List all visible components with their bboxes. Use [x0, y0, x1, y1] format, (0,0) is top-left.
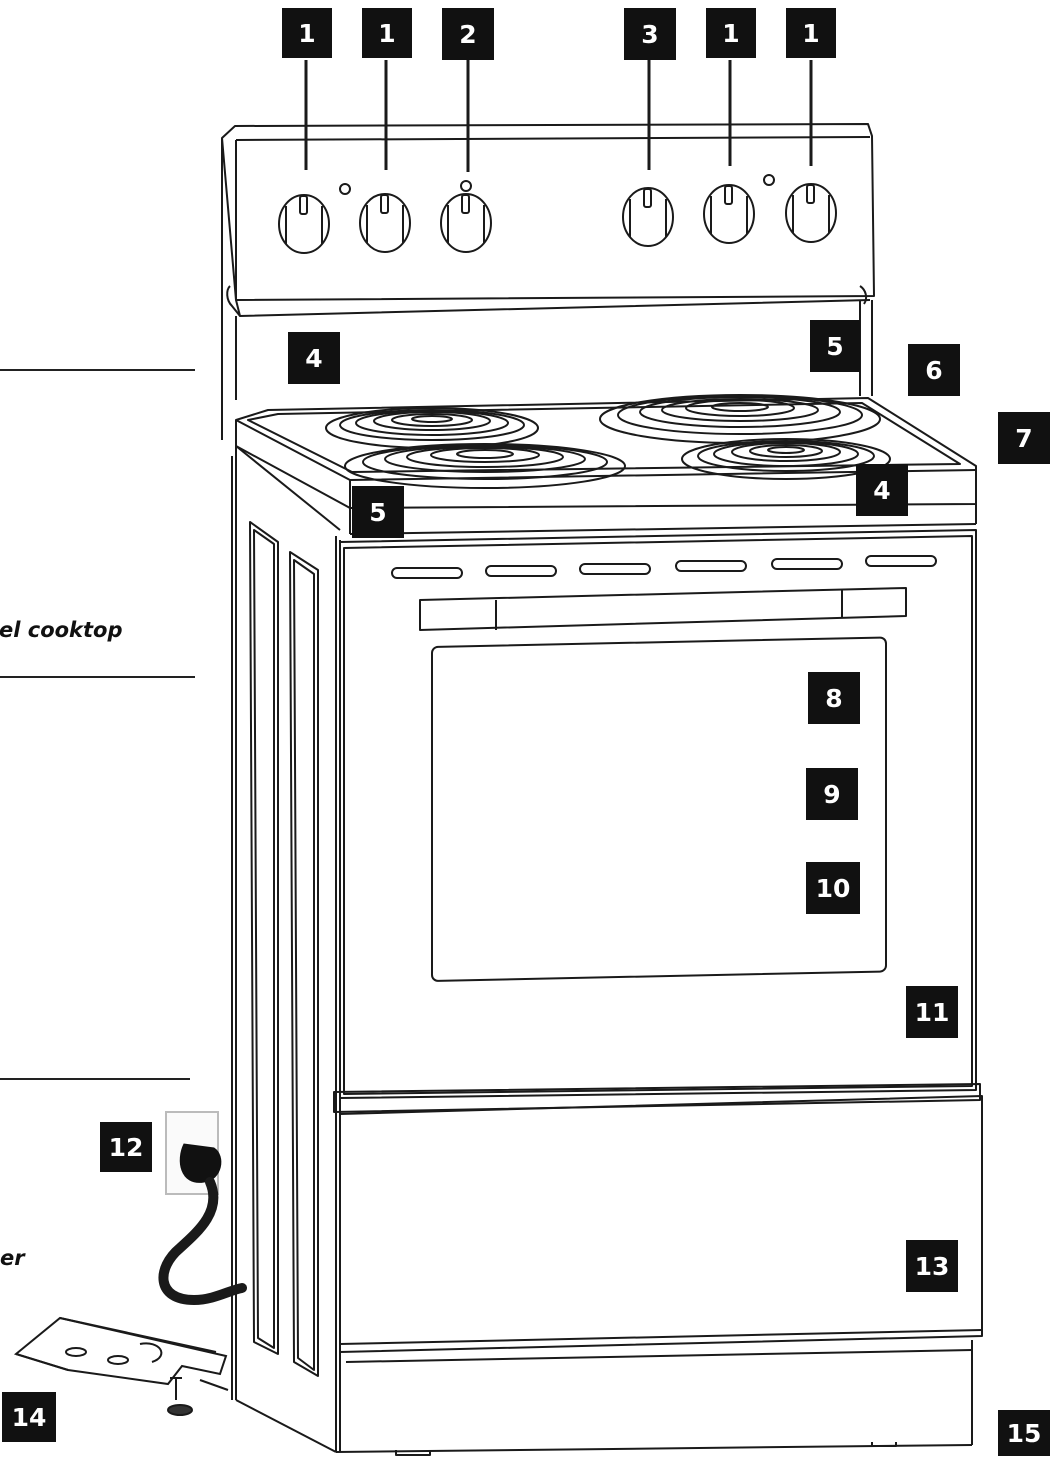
callout-4-burner: 4 [288, 332, 340, 384]
power-cord [163, 1112, 242, 1300]
callout-5-burner: 5 [810, 320, 860, 372]
callout-6: 6 [908, 344, 960, 396]
storage-drawer [334, 1084, 982, 1362]
callout-1-knob: 1 [786, 8, 836, 58]
callout-10: 10 [806, 862, 860, 914]
callout-1-knob: 1 [706, 8, 756, 58]
callout-11-oven-door: 11 [906, 986, 958, 1038]
control-panel [222, 124, 874, 440]
callout-3-knob: 3 [624, 8, 676, 60]
callout-7: 7 [998, 412, 1050, 464]
callout-5-burner: 5 [352, 486, 404, 538]
callout-14-anti-tip: 14 [2, 1392, 56, 1442]
callout-1-knob: 1 [282, 8, 332, 58]
callout-1-knob: 1 [362, 8, 412, 58]
callout-2-knob: 2 [442, 8, 494, 60]
callout-9: 9 [806, 768, 858, 820]
oven-door [340, 530, 976, 1098]
callout-12-power-cord: 12 [100, 1122, 152, 1172]
callout-4-burner: 4 [856, 464, 908, 516]
callout-15: 15 [998, 1410, 1050, 1456]
callout-13-drawer: 13 [906, 1240, 958, 1292]
callout-8: 8 [808, 672, 860, 724]
